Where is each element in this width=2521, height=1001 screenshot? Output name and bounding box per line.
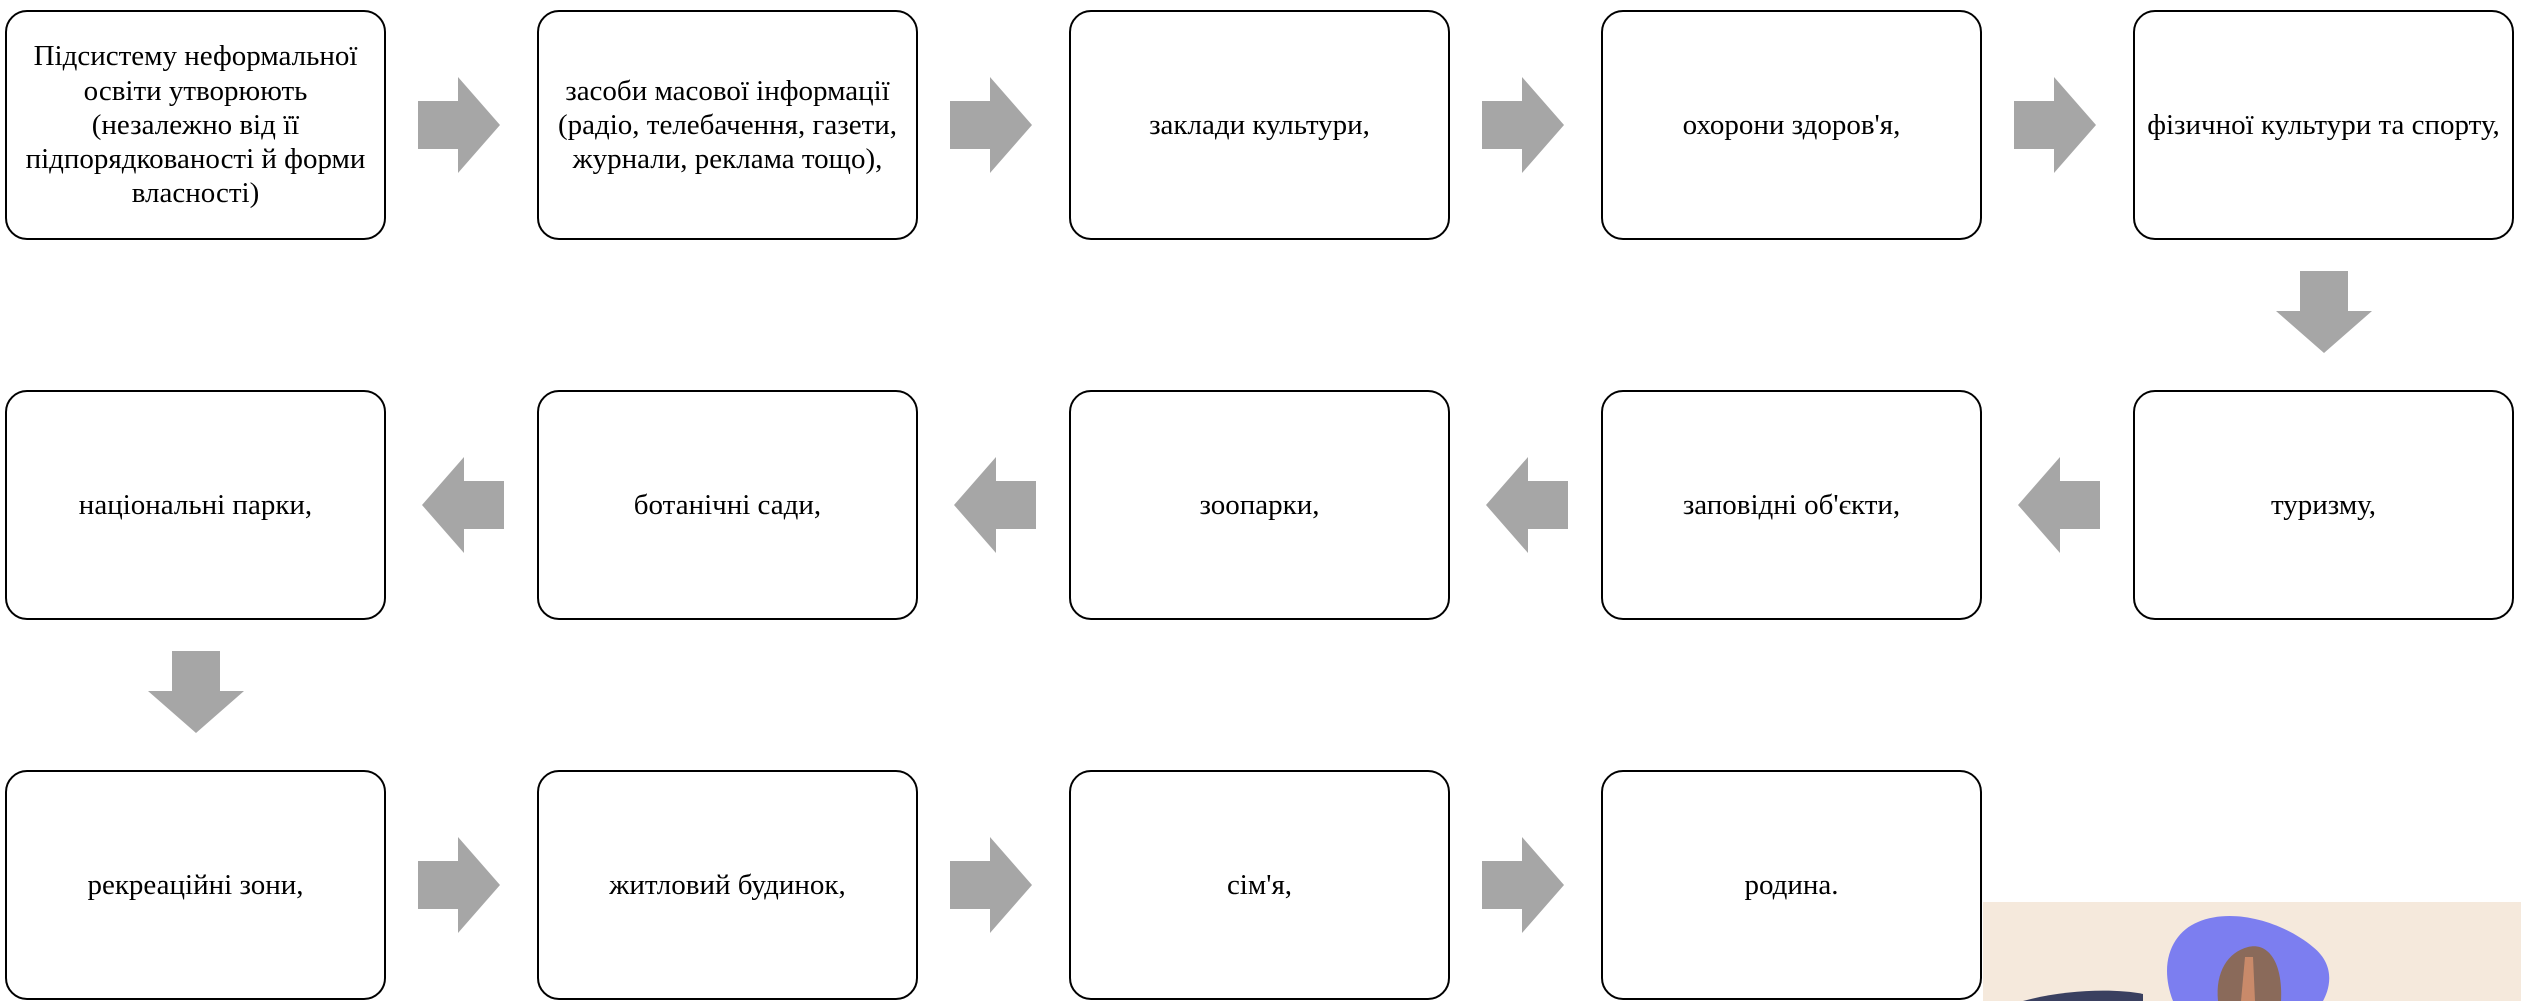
flow-box-3: заклади культури, — [1069, 10, 1450, 240]
arrow-down-icon — [2276, 271, 2372, 353]
flow-box-2-text: засоби масової інформації (радіо, телеба… — [557, 74, 898, 176]
arrow-left-icon — [2018, 457, 2100, 553]
decorative-photo — [1983, 902, 2521, 1001]
flow-box-1-text: Підсистему неформальної освіти утворюють… — [25, 40, 366, 210]
arrow-down-icon — [148, 651, 244, 733]
flow-box-14: родина. — [1601, 770, 1982, 1000]
flow-box-5-text: фізичної культури та спорту, — [2147, 108, 2500, 141]
flow-box-12: житловий будинок, — [537, 770, 918, 1000]
flow-box-7: заповідні об'єкти, — [1601, 390, 1982, 620]
flow-box-7-text: заповідні об'єкти, — [1682, 488, 1901, 521]
flow-box-10-text: національні парки, — [78, 488, 313, 521]
arrow-left-icon — [1486, 457, 1568, 553]
flow-box-4: охорони здоров'я, — [1601, 10, 1982, 240]
flow-box-2: засоби масової інформації (радіо, телеба… — [537, 10, 918, 240]
flow-box-6-text: туризму, — [2270, 488, 2377, 521]
arrow-right-icon — [950, 77, 1032, 173]
flow-box-1: Підсистему неформальної освіти утворюють… — [5, 10, 386, 240]
arrow-right-icon — [950, 837, 1032, 933]
flow-box-5: фізичної культури та спорту, — [2133, 10, 2514, 240]
flow-box-14-text: родина. — [1744, 868, 1839, 901]
arrow-right-icon — [418, 77, 500, 173]
flow-box-12-text: житловий будинок, — [609, 868, 846, 901]
arrow-left-icon — [422, 457, 504, 553]
flow-box-9-text: ботанічні сади, — [633, 488, 822, 521]
arrow-right-icon — [418, 837, 500, 933]
arrow-right-icon — [1482, 77, 1564, 173]
flow-box-4-text: охорони здоров'я, — [1682, 108, 1901, 141]
flow-box-10: національні парки, — [5, 390, 386, 620]
flow-box-6: туризму, — [2133, 390, 2514, 620]
arrow-right-icon — [1482, 837, 1564, 933]
flow-box-11-text: рекреаційні зони, — [87, 868, 304, 901]
flow-box-13-text: сім'я, — [1226, 868, 1293, 901]
flow-box-13: сім'я, — [1069, 770, 1450, 1000]
flow-box-8-text: зоопарки, — [1199, 488, 1320, 521]
flow-box-11: рекреаційні зони, — [5, 770, 386, 1000]
flow-box-3-text: заклади культури, — [1149, 108, 1370, 141]
flow-box-9: ботанічні сади, — [537, 390, 918, 620]
arrow-left-icon — [954, 457, 1036, 553]
arrow-right-icon — [2014, 77, 2096, 173]
flow-box-8: зоопарки, — [1069, 390, 1450, 620]
